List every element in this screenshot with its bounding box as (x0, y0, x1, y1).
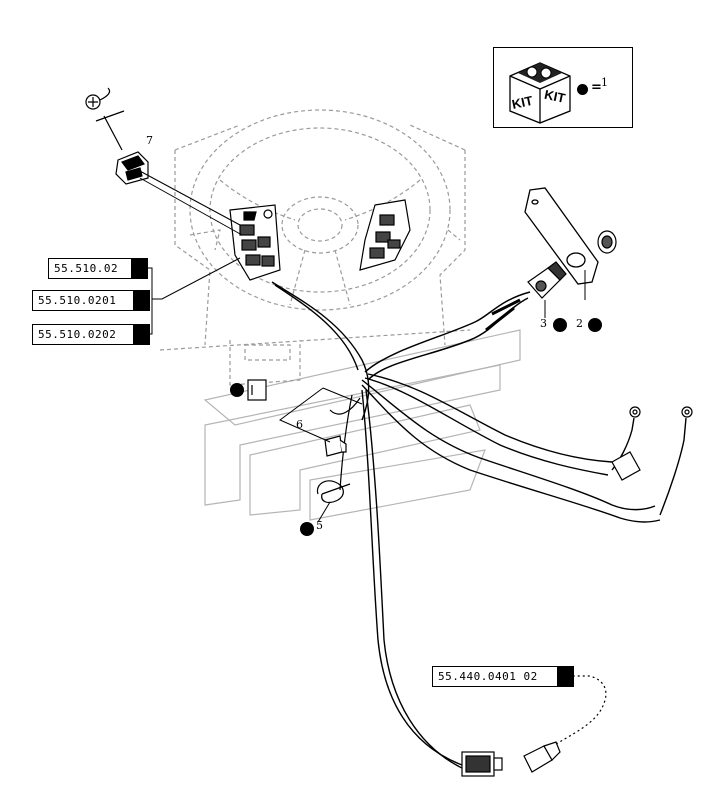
screwdriver-icon (85, 87, 111, 110)
nut-icon (597, 230, 617, 254)
reference-55-510-02[interactable]: 55.510.02 (48, 258, 148, 279)
ring-terminal-icon (629, 406, 693, 418)
rotary-switch-icon (527, 261, 567, 299)
kit-box: KIT KIT = 1 (493, 47, 633, 128)
fuse-holder-icon (611, 451, 641, 481)
callout-3: 3 (540, 317, 547, 330)
callout-3-bullet (553, 318, 567, 332)
reference-55-510-0202[interactable]: 55.510.0202 (32, 324, 150, 345)
rocker-switch-icon (115, 151, 149, 185)
steering-wheel-ghost (159, 109, 471, 386)
relay-icon (247, 379, 267, 401)
callout-5-bullet (300, 522, 314, 536)
callout-2-bullet (588, 318, 602, 332)
callout-7: 7 (146, 134, 153, 147)
small-connector-icon (324, 435, 347, 457)
reference-55-440-0401-02[interactable]: 55.440.0401 02 (432, 666, 574, 687)
watermark-logo (203, 329, 521, 521)
reference-55-510-0201[interactable]: 55.510.0201 (32, 290, 150, 311)
left-switch-panel (229, 204, 281, 281)
kit-equals: = (591, 80, 602, 95)
callout-5: 5 (316, 519, 323, 532)
kit-label-right: KIT (543, 87, 567, 106)
mating-connector-icon (523, 741, 561, 773)
right-switch-panel (359, 199, 411, 271)
mounting-bracket (524, 187, 599, 285)
callout-6: 6 (296, 418, 303, 431)
kit-label-left: KIT (511, 93, 535, 112)
cable-tie-icon (316, 480, 351, 504)
callout-4-bullet (230, 383, 244, 397)
callout-2: 2 (576, 317, 583, 330)
harness-connector-icon (461, 751, 503, 777)
wiring-harness (271, 281, 687, 771)
kit-bullet (577, 84, 588, 95)
kit-callout: 1 (601, 76, 608, 89)
kit-package-icon: KIT KIT (509, 62, 571, 124)
reference-bracket (145, 257, 241, 335)
